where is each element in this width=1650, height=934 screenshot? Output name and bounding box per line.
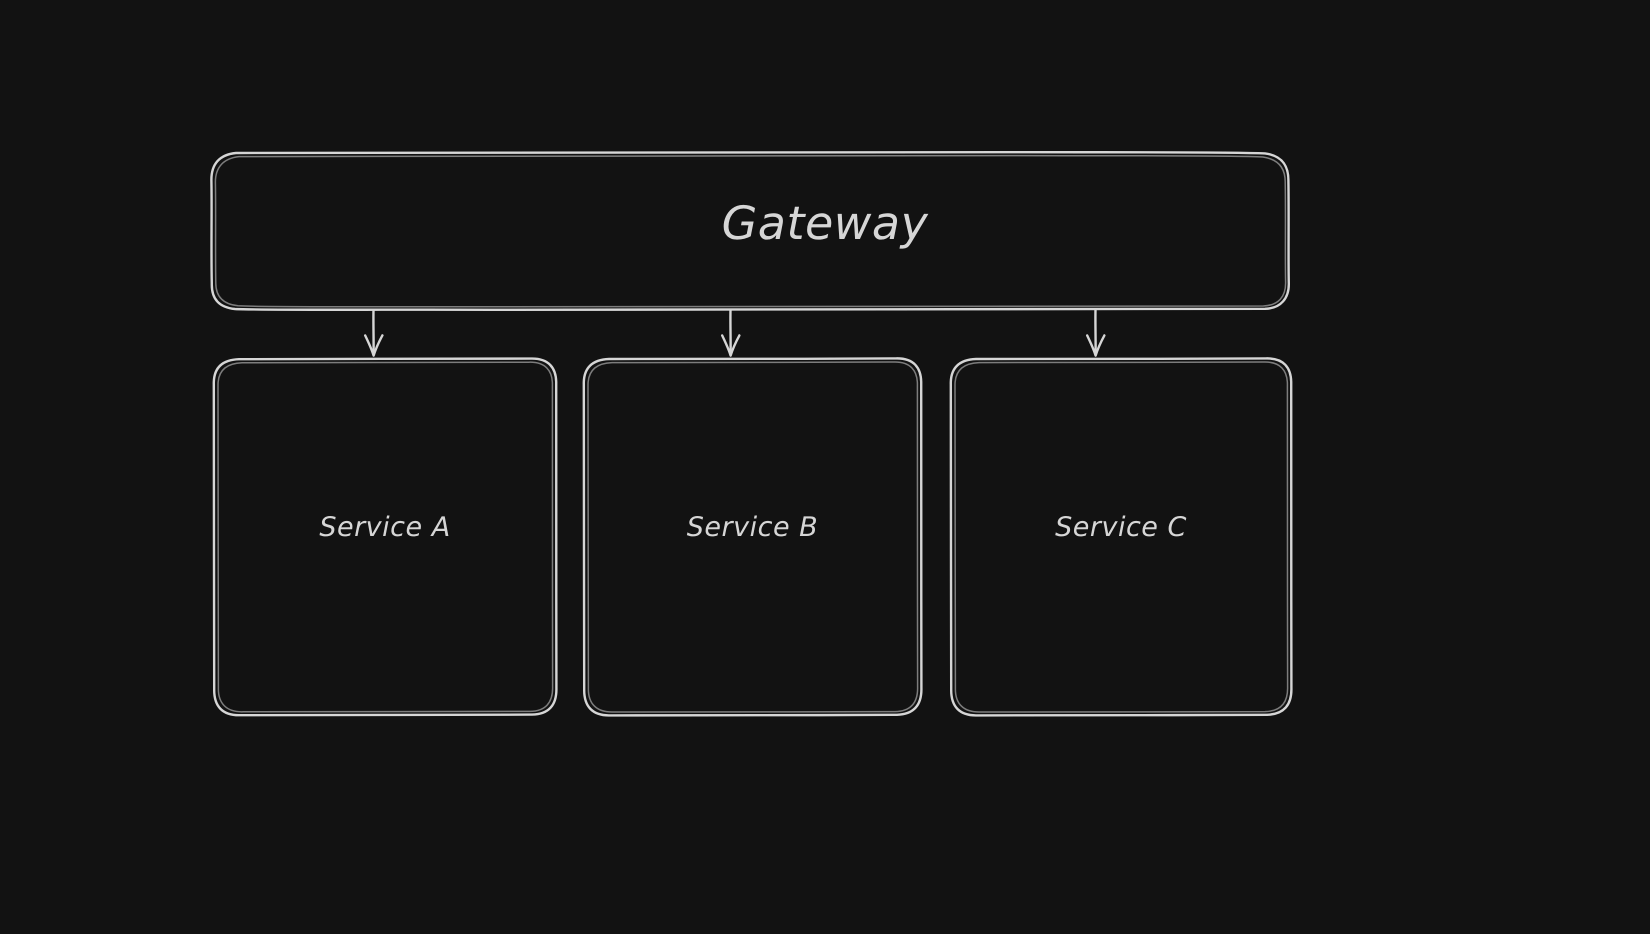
edge-gateway-service-b — [721, 308, 741, 357]
gateway-label: Gateway — [721, 196, 929, 250]
service-c-label: Service C — [1055, 512, 1187, 543]
edge-gateway-service-c — [1086, 308, 1106, 357]
service-a-label: Service A — [319, 512, 451, 543]
edge-gateway-service-a — [364, 308, 384, 357]
service-b-label: Service B — [686, 512, 819, 543]
